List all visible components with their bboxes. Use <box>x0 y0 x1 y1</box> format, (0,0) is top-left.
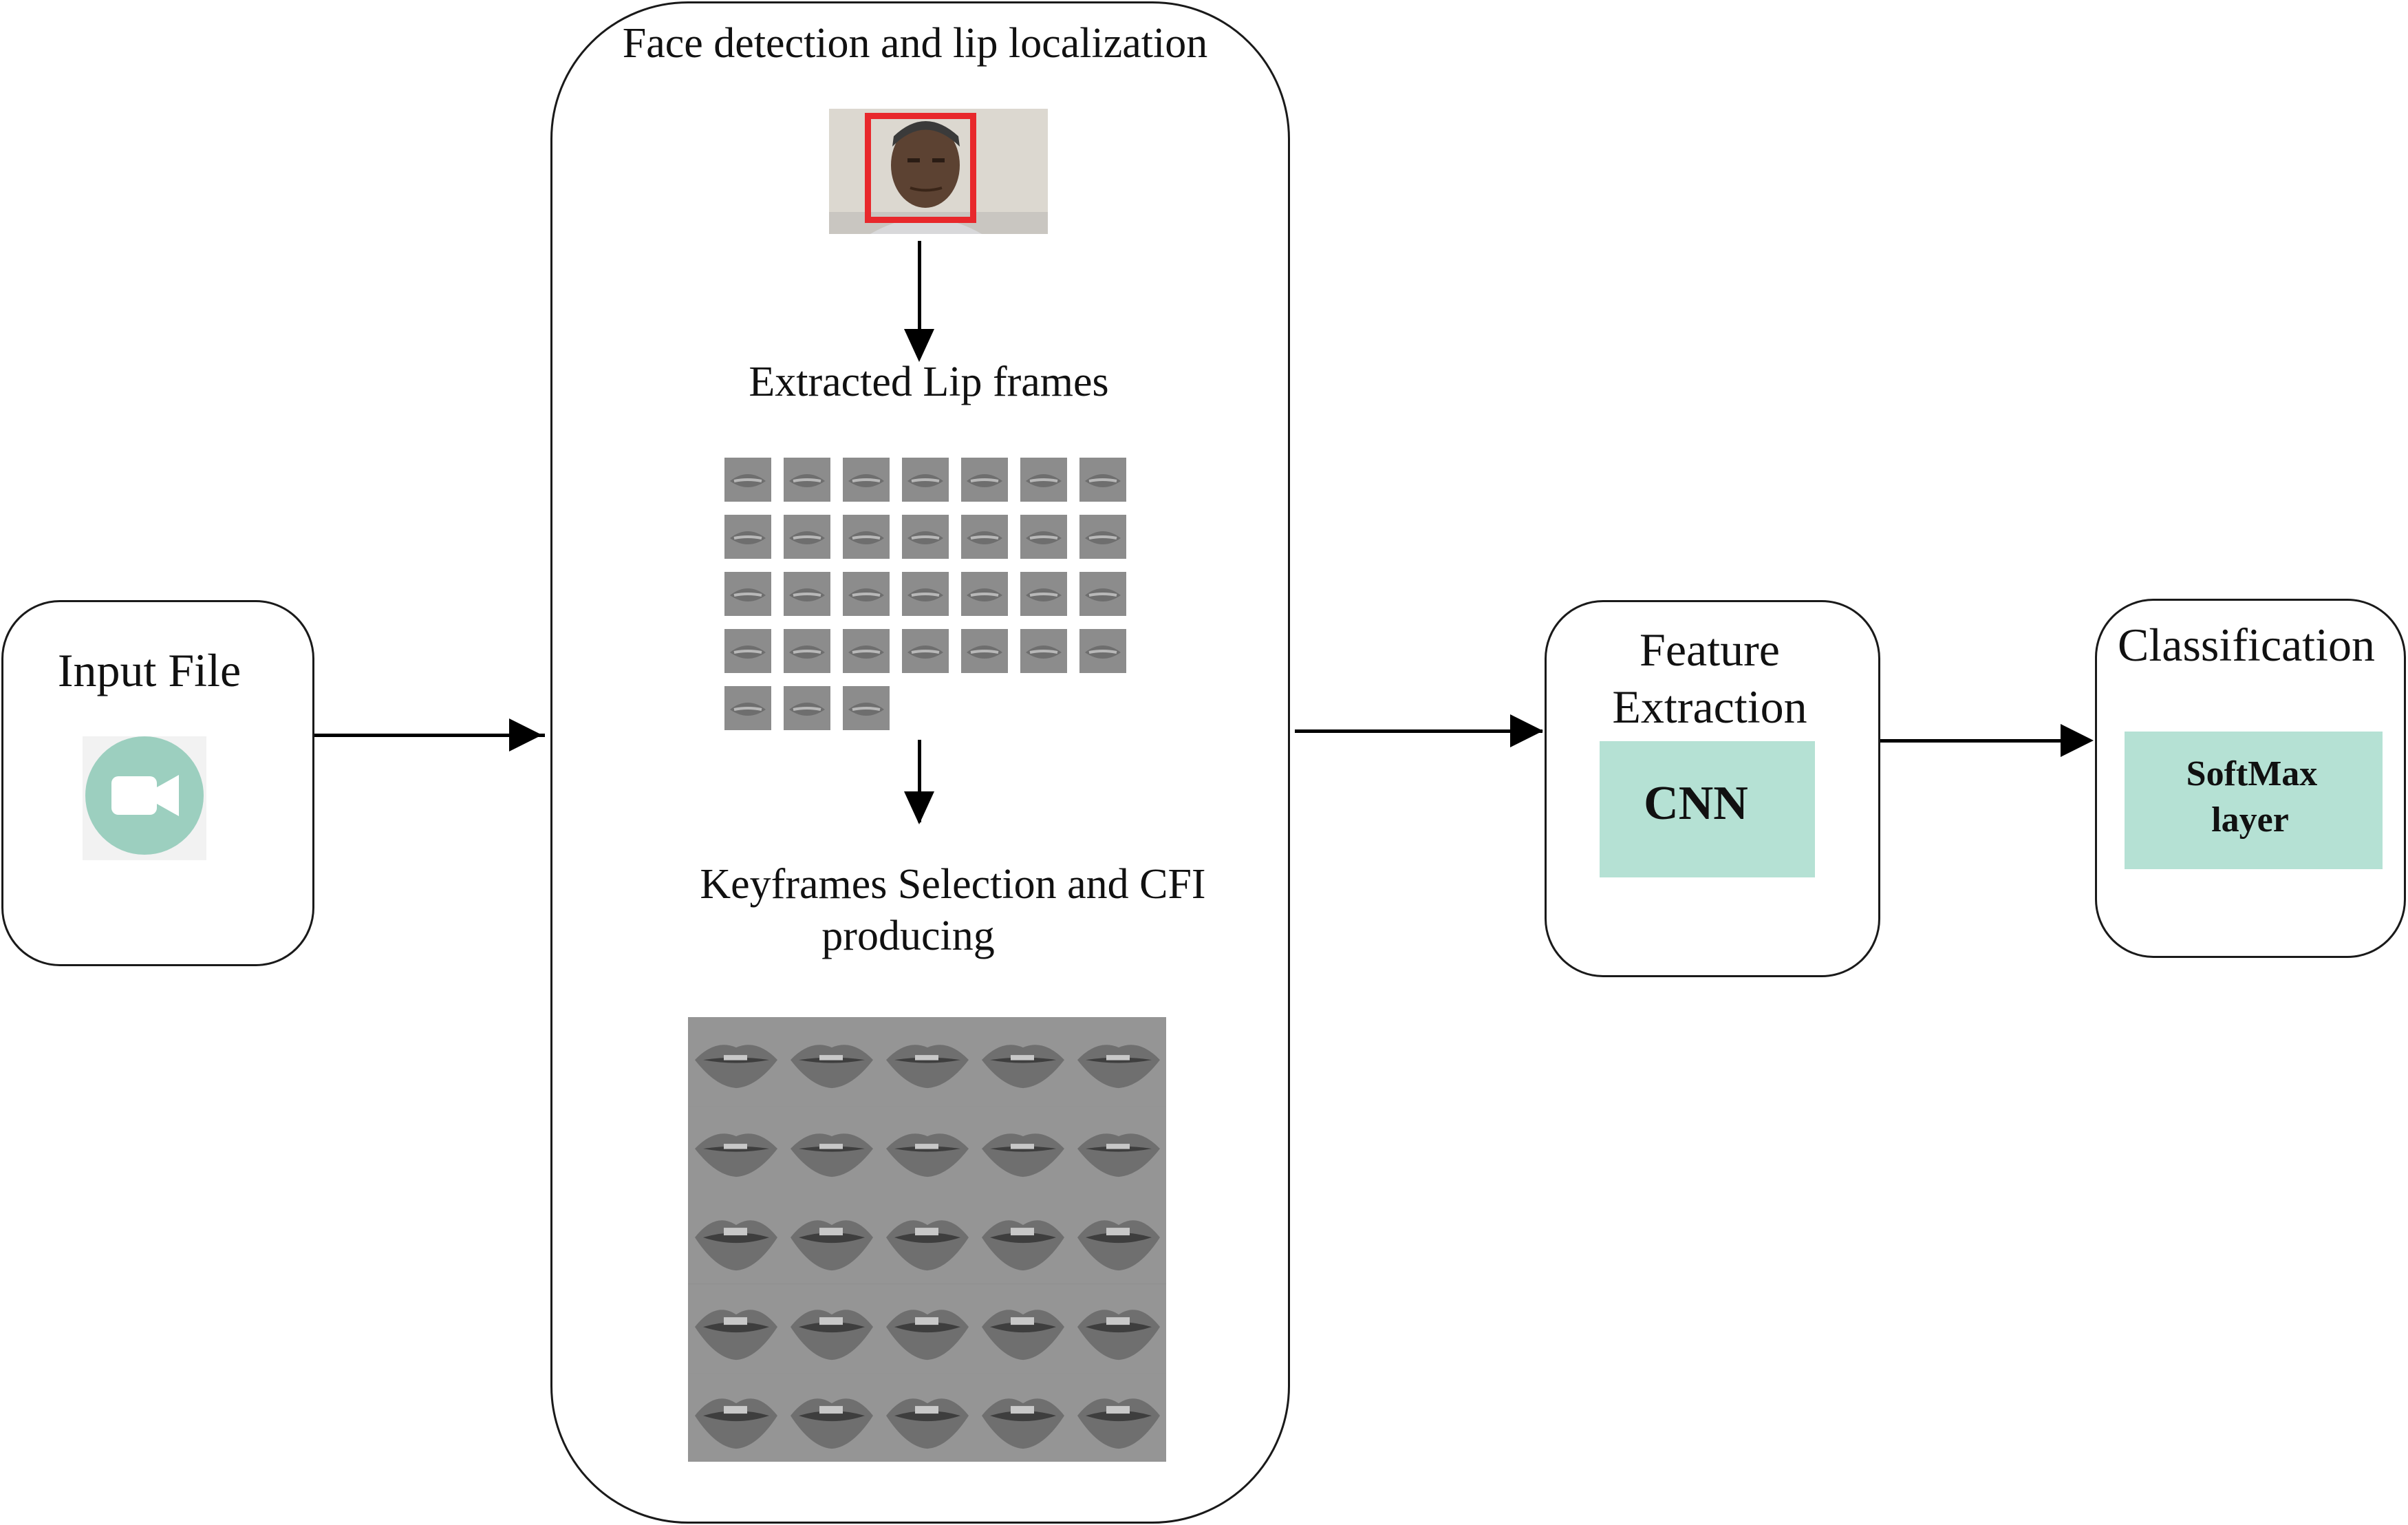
arrow-input-to-preprocess <box>314 734 545 737</box>
cfi-cell <box>1071 1106 1166 1195</box>
lip-frame-thumbnail <box>724 515 771 559</box>
preprocess-title: Face detection and lip localization <box>622 20 1208 67</box>
classification-title: Classification <box>2118 619 2375 671</box>
cfi-cell <box>975 1195 1071 1284</box>
lip-frame-thumbnail <box>961 629 1008 673</box>
lip-frame-thumbnail <box>902 572 949 616</box>
lip-frame-thumbnail <box>961 458 1008 502</box>
arrow-head <box>904 329 934 362</box>
lip-frames-grid <box>724 458 1137 730</box>
cfi-cell <box>784 1372 879 1462</box>
lip-frame-thumbnail <box>784 515 830 559</box>
lip-frame-thumbnail <box>961 515 1008 559</box>
lip-frame-thumbnail <box>843 515 890 559</box>
lip-frame-thumbnail <box>843 629 890 673</box>
lip-frame-thumbnail <box>784 458 830 502</box>
cfi-cell <box>1071 1283 1166 1373</box>
lip-frame-thumbnail <box>784 629 830 673</box>
cfi-cell <box>784 1195 879 1284</box>
lip-frame-thumbnail <box>1020 515 1067 559</box>
cfi-cell <box>688 1283 784 1373</box>
lip-frame-thumbnail <box>1079 629 1126 673</box>
input-file-title: Input File <box>57 644 241 696</box>
cfi-cell <box>688 1195 784 1284</box>
cfi-image-grid <box>688 1017 1166 1462</box>
arrow-face-to-lips <box>918 241 921 330</box>
keyframes-label-line1: Keyframes Selection and CFI <box>700 861 1206 908</box>
lip-frame-thumbnail <box>724 629 771 673</box>
cfi-cell <box>784 1017 879 1107</box>
lip-frame-thumbnail <box>724 572 771 616</box>
face-detection-box <box>865 113 976 223</box>
cfi-cell <box>1071 1372 1166 1462</box>
lip-frame-thumbnail <box>1020 458 1067 502</box>
feature-title-line1: Feature <box>1640 623 1780 676</box>
cfi-cell <box>975 1017 1071 1107</box>
lip-frame-thumbnail <box>784 572 830 616</box>
cfi-cell <box>688 1372 784 1462</box>
arrow-preprocess-to-feature <box>1295 729 1542 733</box>
cfi-cell <box>879 1372 975 1462</box>
lip-frame-thumbnail <box>1020 572 1067 616</box>
softmax-label-line2: layer <box>2211 800 2289 840</box>
cfi-cell <box>975 1106 1071 1195</box>
lip-frame-thumbnail <box>724 686 771 730</box>
cfi-cell <box>975 1283 1071 1373</box>
lip-frame-thumbnail <box>902 629 949 673</box>
feature-title-line2: Extraction <box>1612 681 1807 733</box>
lip-frame-thumbnail <box>961 572 1008 616</box>
lip-frame-thumbnail <box>843 686 890 730</box>
lip-frames-label: Extracted Lip frames <box>749 359 1109 405</box>
arrow-head <box>904 791 934 824</box>
arrow-head <box>1510 714 1543 747</box>
arrow-feature-to-classification <box>1880 739 2087 743</box>
cnn-label: CNN <box>1644 777 1748 830</box>
lip-frame-thumbnail <box>1079 572 1126 616</box>
softmax-block <box>2125 732 2383 869</box>
lip-frame-thumbnail <box>843 458 890 502</box>
cfi-cell <box>879 1195 975 1284</box>
cfi-cell <box>879 1106 975 1195</box>
cfi-cell <box>784 1283 879 1373</box>
cfi-cell <box>879 1017 975 1107</box>
lip-frame-thumbnail <box>902 515 949 559</box>
lip-frame-thumbnail <box>902 458 949 502</box>
cfi-cell <box>784 1106 879 1195</box>
arrow-head <box>2061 724 2094 757</box>
lip-frame-thumbnail <box>784 686 830 730</box>
cfi-cell <box>975 1372 1071 1462</box>
keyframes-label-line2: producing <box>821 913 995 959</box>
arrow-head <box>509 718 542 751</box>
lip-frame-thumbnail <box>1079 515 1126 559</box>
lip-frame-thumbnail <box>1020 629 1067 673</box>
lip-frame-thumbnail <box>1079 458 1126 502</box>
cfi-cell <box>688 1106 784 1195</box>
cfi-cell <box>879 1283 975 1373</box>
lip-frame-thumbnail <box>724 458 771 502</box>
lip-frame-thumbnail <box>843 572 890 616</box>
softmax-label-line1: SoftMax <box>2186 754 2318 793</box>
face-photo <box>829 109 1048 234</box>
cfi-cell <box>1071 1017 1166 1107</box>
video-camera-icon <box>83 736 206 860</box>
cnn-block <box>1600 741 1815 877</box>
cfi-cell <box>1071 1195 1166 1284</box>
cfi-cell <box>688 1017 784 1107</box>
arrow-lips-to-keyframes <box>918 740 921 822</box>
